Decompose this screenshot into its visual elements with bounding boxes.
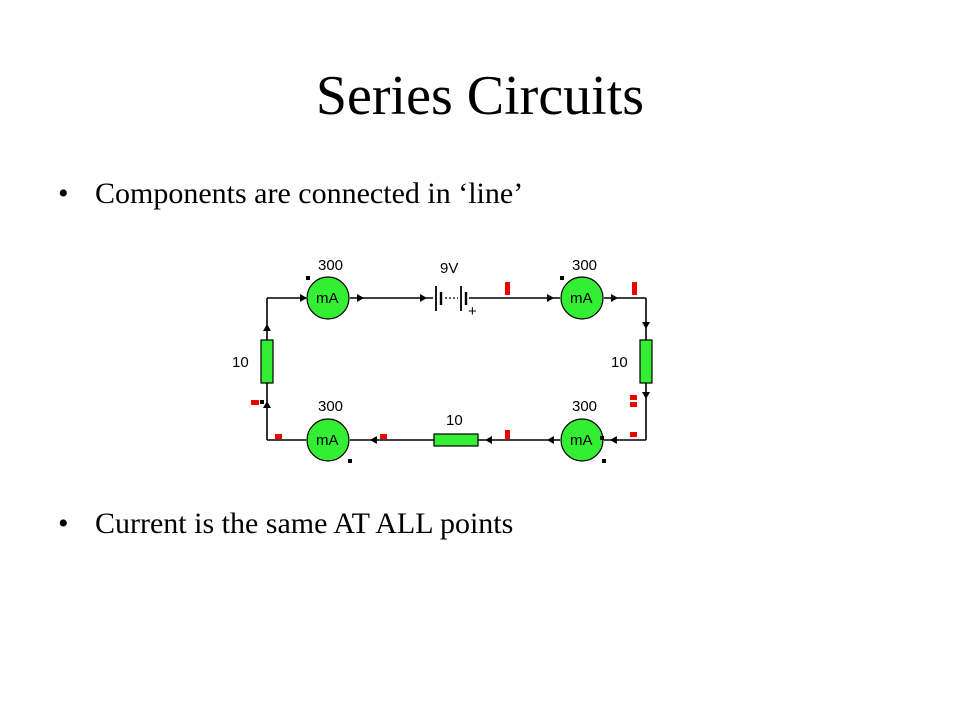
- battery-plus-label: +: [468, 303, 477, 320]
- arrow-right-icon: [357, 294, 364, 302]
- series-circuit-diagram: 9V + mA 300 mA 300 mA 300 mA 300 10 10 1…: [232, 257, 653, 463]
- arrow-right-icon: [611, 294, 618, 302]
- ammeter-bottom-right: mA 300: [560, 398, 606, 463]
- terminal-markers: [251, 282, 637, 440]
- slide-title: Series Circuits: [315, 65, 645, 127]
- bullet-text: Current is the same AT ALL points: [95, 507, 514, 540]
- arrow-right-icon: [420, 294, 427, 302]
- ammeter-unit: mA: [570, 290, 593, 307]
- arrow-left-icon: [370, 436, 377, 444]
- resistor-right: 10: [611, 339, 653, 384]
- resistor-value: 10: [446, 412, 463, 429]
- arrow-right-icon: [300, 294, 307, 302]
- arrow-up-icon: [263, 324, 271, 331]
- arrow-down-icon: [642, 322, 650, 329]
- current-arrows: [263, 294, 650, 444]
- arrow-left-icon: [485, 436, 492, 444]
- resistor-left: 10: [232, 339, 274, 384]
- bullet-text: Components are connected in ‘line’: [95, 177, 524, 210]
- arrow-down-icon: [642, 392, 650, 399]
- arrow-right-icon: [547, 294, 554, 302]
- ammeter-top-right: mA 300: [560, 257, 604, 320]
- ammeter-reading: 300: [318, 398, 343, 415]
- resistor-bottom: 10: [433, 412, 479, 447]
- bullet-marker: •: [58, 507, 69, 540]
- terminal-dot: [602, 459, 606, 463]
- arrow-up-icon: [263, 401, 271, 408]
- ammeter-reading: 300: [572, 398, 597, 415]
- terminal-dot: [560, 276, 564, 280]
- ammeter-unit: mA: [316, 290, 339, 307]
- ammeter-bottom-left: mA 300: [306, 398, 352, 463]
- arrow-left-icon: [547, 436, 554, 444]
- bullet-marker: •: [58, 177, 69, 210]
- battery-symbol: 9V +: [433, 260, 477, 320]
- ammeter-reading: 300: [572, 257, 597, 274]
- resistor-value: 10: [232, 354, 249, 371]
- resistor-value: 10: [611, 354, 628, 371]
- terminal-dot: [348, 459, 352, 463]
- ammeter-unit: mA: [570, 432, 593, 449]
- ammeter-unit: mA: [316, 432, 339, 449]
- ammeter-reading: 300: [318, 257, 343, 274]
- ammeter-top-left: mA 300: [306, 257, 350, 320]
- arrow-left-icon: [610, 436, 617, 444]
- battery-voltage-label: 9V: [440, 260, 458, 277]
- terminal-dot: [306, 276, 310, 280]
